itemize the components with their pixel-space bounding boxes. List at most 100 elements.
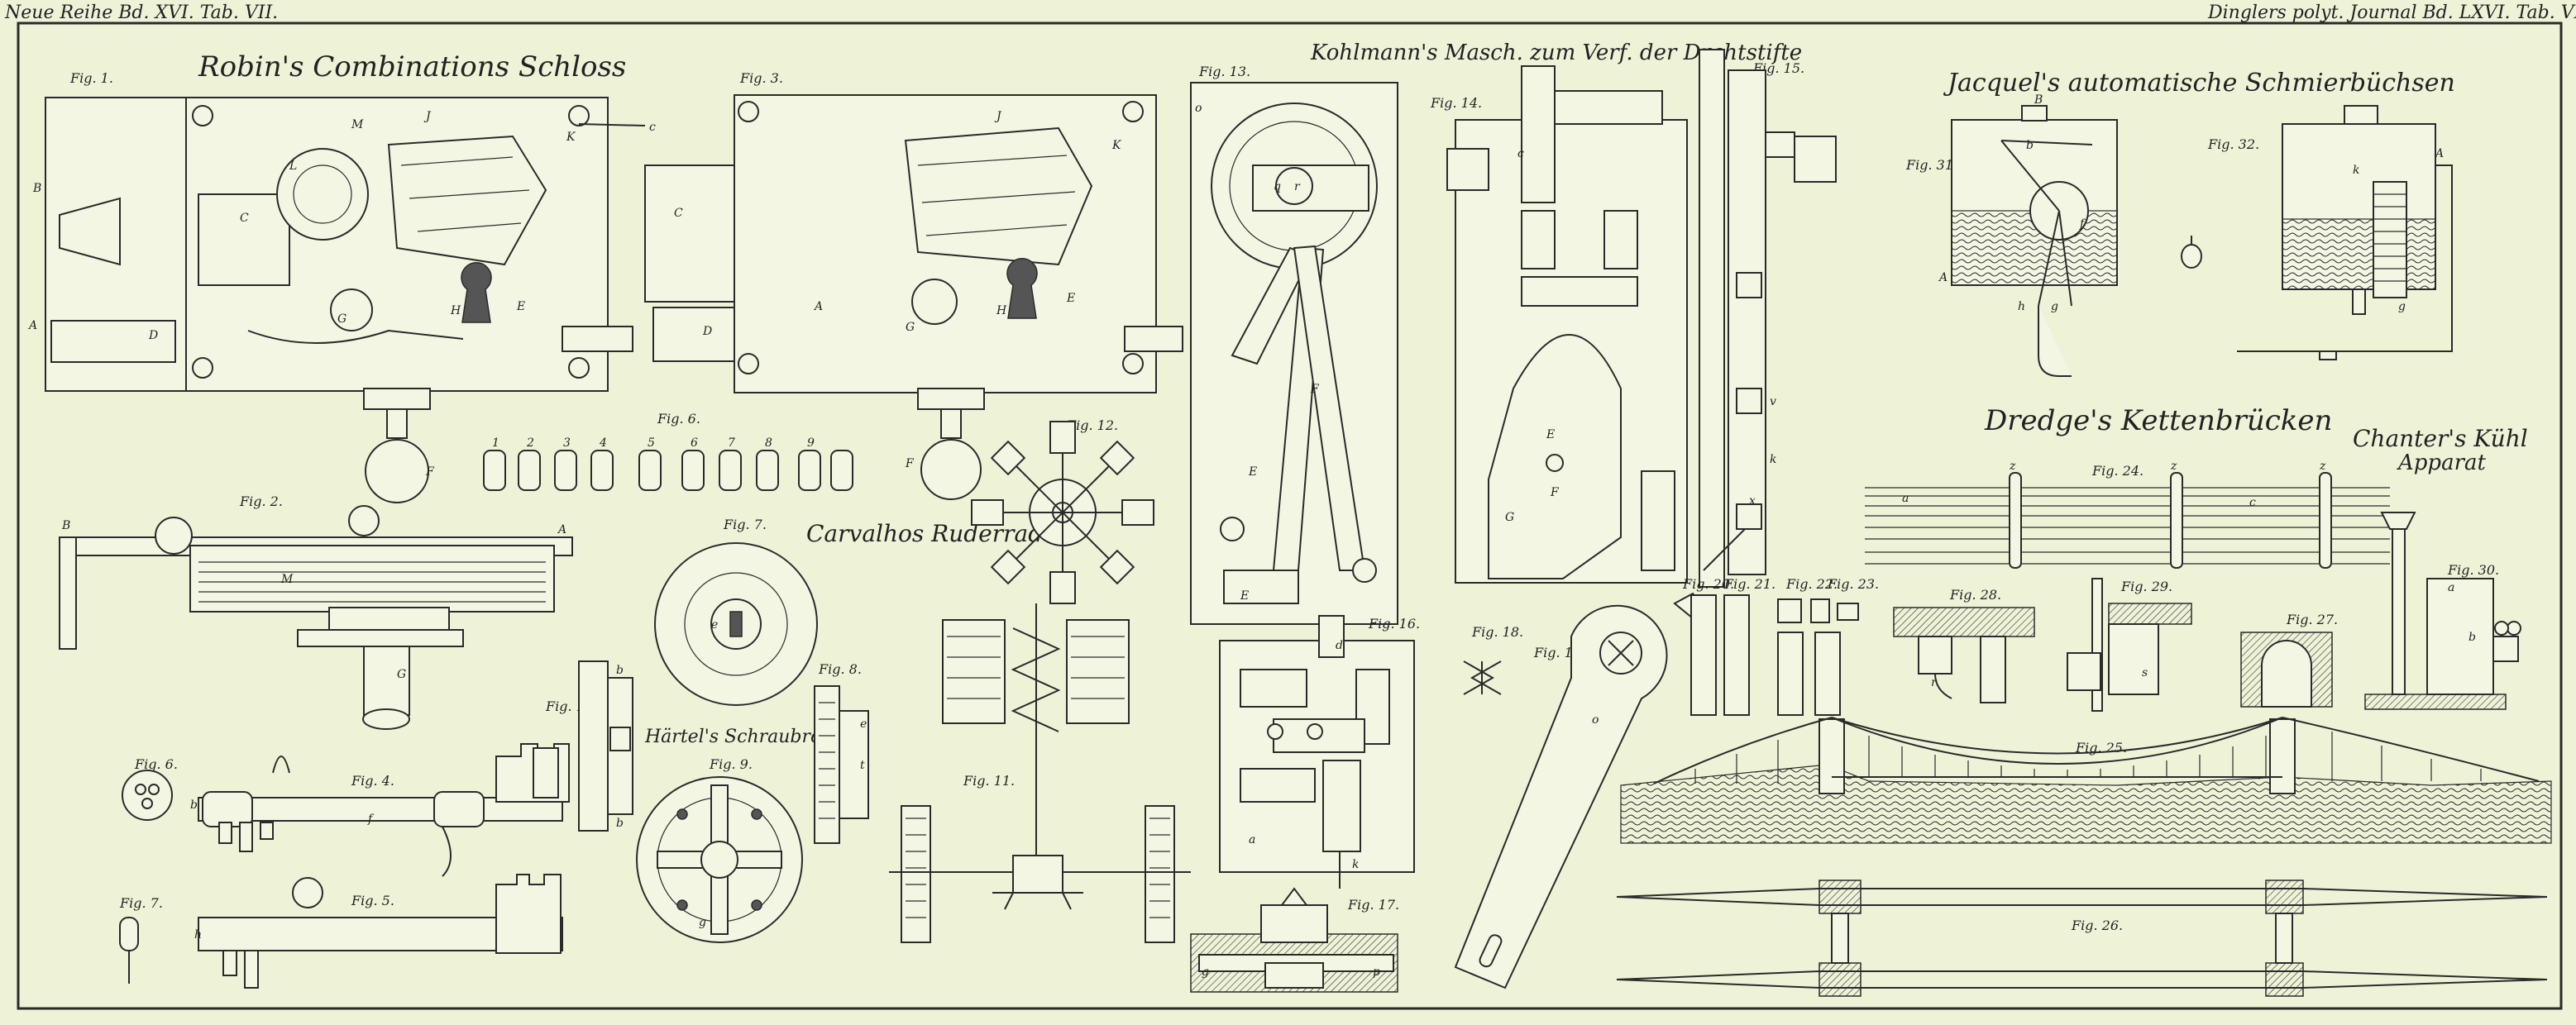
svg-text:r: r	[1294, 180, 1301, 193]
svg-text:a: a	[1249, 833, 1255, 846]
tumbler-1: 1	[483, 436, 506, 491]
svg-text:b: b	[2026, 139, 2034, 152]
svg-text:o: o	[1592, 713, 1599, 727]
svg-text:F: F	[1310, 383, 1320, 396]
svg-text:A: A	[2434, 147, 2444, 160]
figure-8-roll: Fig. 8. e t	[814, 661, 869, 844]
fig24-label: Fig. 24.	[2091, 463, 2143, 479]
figure-26-bridge-plan: Fig. 26.	[1616, 880, 2548, 997]
oil-drop-detail	[2181, 236, 2202, 269]
svg-text:8: 8	[765, 436, 772, 450]
tumbler-5: 5	[638, 436, 662, 491]
figure-28-saddle: Fig. 28. r	[1893, 587, 2035, 703]
svg-text:b: b	[616, 817, 624, 830]
svg-text:2: 2	[526, 436, 534, 450]
svg-text:h: h	[2018, 300, 2025, 313]
svg-text:9: 9	[807, 436, 815, 450]
svg-text:K: K	[566, 131, 576, 144]
title-hartel: Härtel's Schraubrolle	[644, 727, 844, 747]
svg-text:z: z	[2170, 460, 2177, 473]
svg-text:B: B	[2034, 93, 2043, 107]
figure-17-section: Fig. 17. g p	[1190, 887, 1399, 993]
fig4-label: Fig. 4.	[351, 773, 394, 789]
fig14-label: Fig. 14.	[1430, 95, 1482, 111]
svg-text:4: 4	[599, 436, 607, 450]
svg-text:b: b	[616, 664, 624, 677]
figure-18-wire: Fig. 18.	[1463, 624, 1523, 695]
svg-text:1: 1	[492, 436, 499, 450]
tumbler-3: 3	[554, 436, 577, 491]
fig29-label: Fig. 29.	[2120, 579, 2172, 594]
fig11-label: Fig. 11.	[963, 773, 1015, 789]
fig30-label: Fig. 30.	[2447, 562, 2499, 578]
svg-text:c: c	[649, 121, 656, 134]
figures-20-23: Fig. 20. Fig. 21. Fig. 22. Fig. 23.	[1673, 576, 1879, 716]
svg-text:J: J	[994, 110, 1002, 123]
figure-30-cooler: Fig. 30. a b	[2364, 512, 2521, 710]
svg-text:G: G	[397, 668, 406, 681]
fig16-label: Fig. 16.	[1368, 616, 1420, 632]
svg-text:o: o	[1195, 102, 1202, 115]
svg-text:L: L	[289, 160, 297, 173]
svg-text:J: J	[423, 110, 432, 123]
svg-text:K: K	[1111, 139, 1122, 152]
svg-text:M: M	[351, 118, 364, 131]
fig22-label: Fig. 22.	[1785, 576, 1838, 592]
fig23-label: Fig. 23.	[1827, 576, 1879, 592]
fig17-label: Fig. 17.	[1347, 897, 1399, 913]
svg-text:A: A	[1938, 271, 1948, 284]
svg-text:k: k	[1352, 858, 1359, 871]
figure-13-machine: Fig. 13. o q r E F E	[1190, 64, 1398, 625]
svg-text:c: c	[2249, 496, 2256, 509]
tumbler-4: 4	[590, 436, 614, 491]
figure-14-machine: Fig. 14. E F G c	[1430, 65, 1688, 584]
fig26-label: Fig. 26.	[2071, 918, 2123, 933]
fig13-label: Fig. 13.	[1198, 64, 1250, 79]
svg-text:g: g	[2398, 300, 2406, 313]
fig32-label: Fig. 32.	[2207, 136, 2259, 152]
svg-text:h: h	[194, 928, 202, 942]
figure-19-lever: Fig. 19. o	[1454, 604, 1668, 989]
svg-text:t: t	[860, 759, 865, 772]
tumbler-8: 8	[756, 436, 779, 491]
svg-text:B: B	[61, 519, 70, 532]
svg-text:r: r	[1931, 676, 1938, 689]
fig6-label: Fig. 6.	[657, 411, 700, 427]
header-right: Dinglers polyt. Journal Bd. LXVI. Tab. V…	[2207, 2, 2576, 23]
tumbler-9: 9	[798, 436, 821, 491]
title-robin: Robin's Combinations Schloss	[198, 50, 626, 83]
plate-border	[17, 21, 2563, 1010]
figure-7-disc: Fig. 7. e	[654, 517, 818, 706]
svg-text:s: s	[2142, 666, 2148, 679]
fig7b-label: Fig. 7.	[119, 895, 163, 911]
svg-text:x: x	[1749, 494, 1756, 508]
svg-text:6: 6	[691, 436, 698, 450]
svg-text:A: A	[813, 300, 823, 313]
svg-text:F: F	[905, 457, 915, 470]
fig27-label: Fig. 27.	[2286, 612, 2338, 627]
svg-text:z: z	[2009, 460, 2016, 473]
fig18-label: Fig. 18.	[1471, 624, 1523, 640]
figure-3-lock: Fig. 3. C D A G H J K E F	[644, 70, 1183, 500]
figure-6b-key-bow: Fig. 6.	[122, 756, 178, 821]
fig28-label: Fig. 28.	[1949, 587, 2001, 603]
figure-6-tumblers: Fig. 6. 1 2 3 4 5 6 7 8 9	[483, 411, 853, 491]
figure-27-arch: Fig. 27.	[2240, 612, 2338, 708]
figure-16-mechanism: Fig. 16. d a k	[1219, 615, 1420, 889]
title-jacquel: Jacquel's automatische Schmierbüchsen	[1943, 69, 2455, 98]
figure-5-key: Fig. 5. h	[194, 874, 563, 989]
svg-text:A: A	[557, 523, 566, 536]
svg-text:E: E	[516, 300, 525, 313]
svg-text:f: f	[2079, 217, 2086, 231]
svg-text:C: C	[240, 212, 249, 225]
svg-text:q: q	[1274, 180, 1281, 193]
tumbler-10	[830, 450, 853, 491]
header-left: Neue Reihe Bd. XVI. Tab. VII.	[4, 2, 278, 23]
svg-text:G: G	[1505, 511, 1514, 524]
svg-text:5: 5	[648, 436, 655, 450]
svg-text:c: c	[1517, 147, 1524, 160]
title-dredge: Dredge's Kettenbrücken	[1984, 404, 2332, 437]
svg-text:p: p	[1373, 965, 1380, 979]
title-chanter-line2: Apparat	[2397, 451, 2486, 475]
